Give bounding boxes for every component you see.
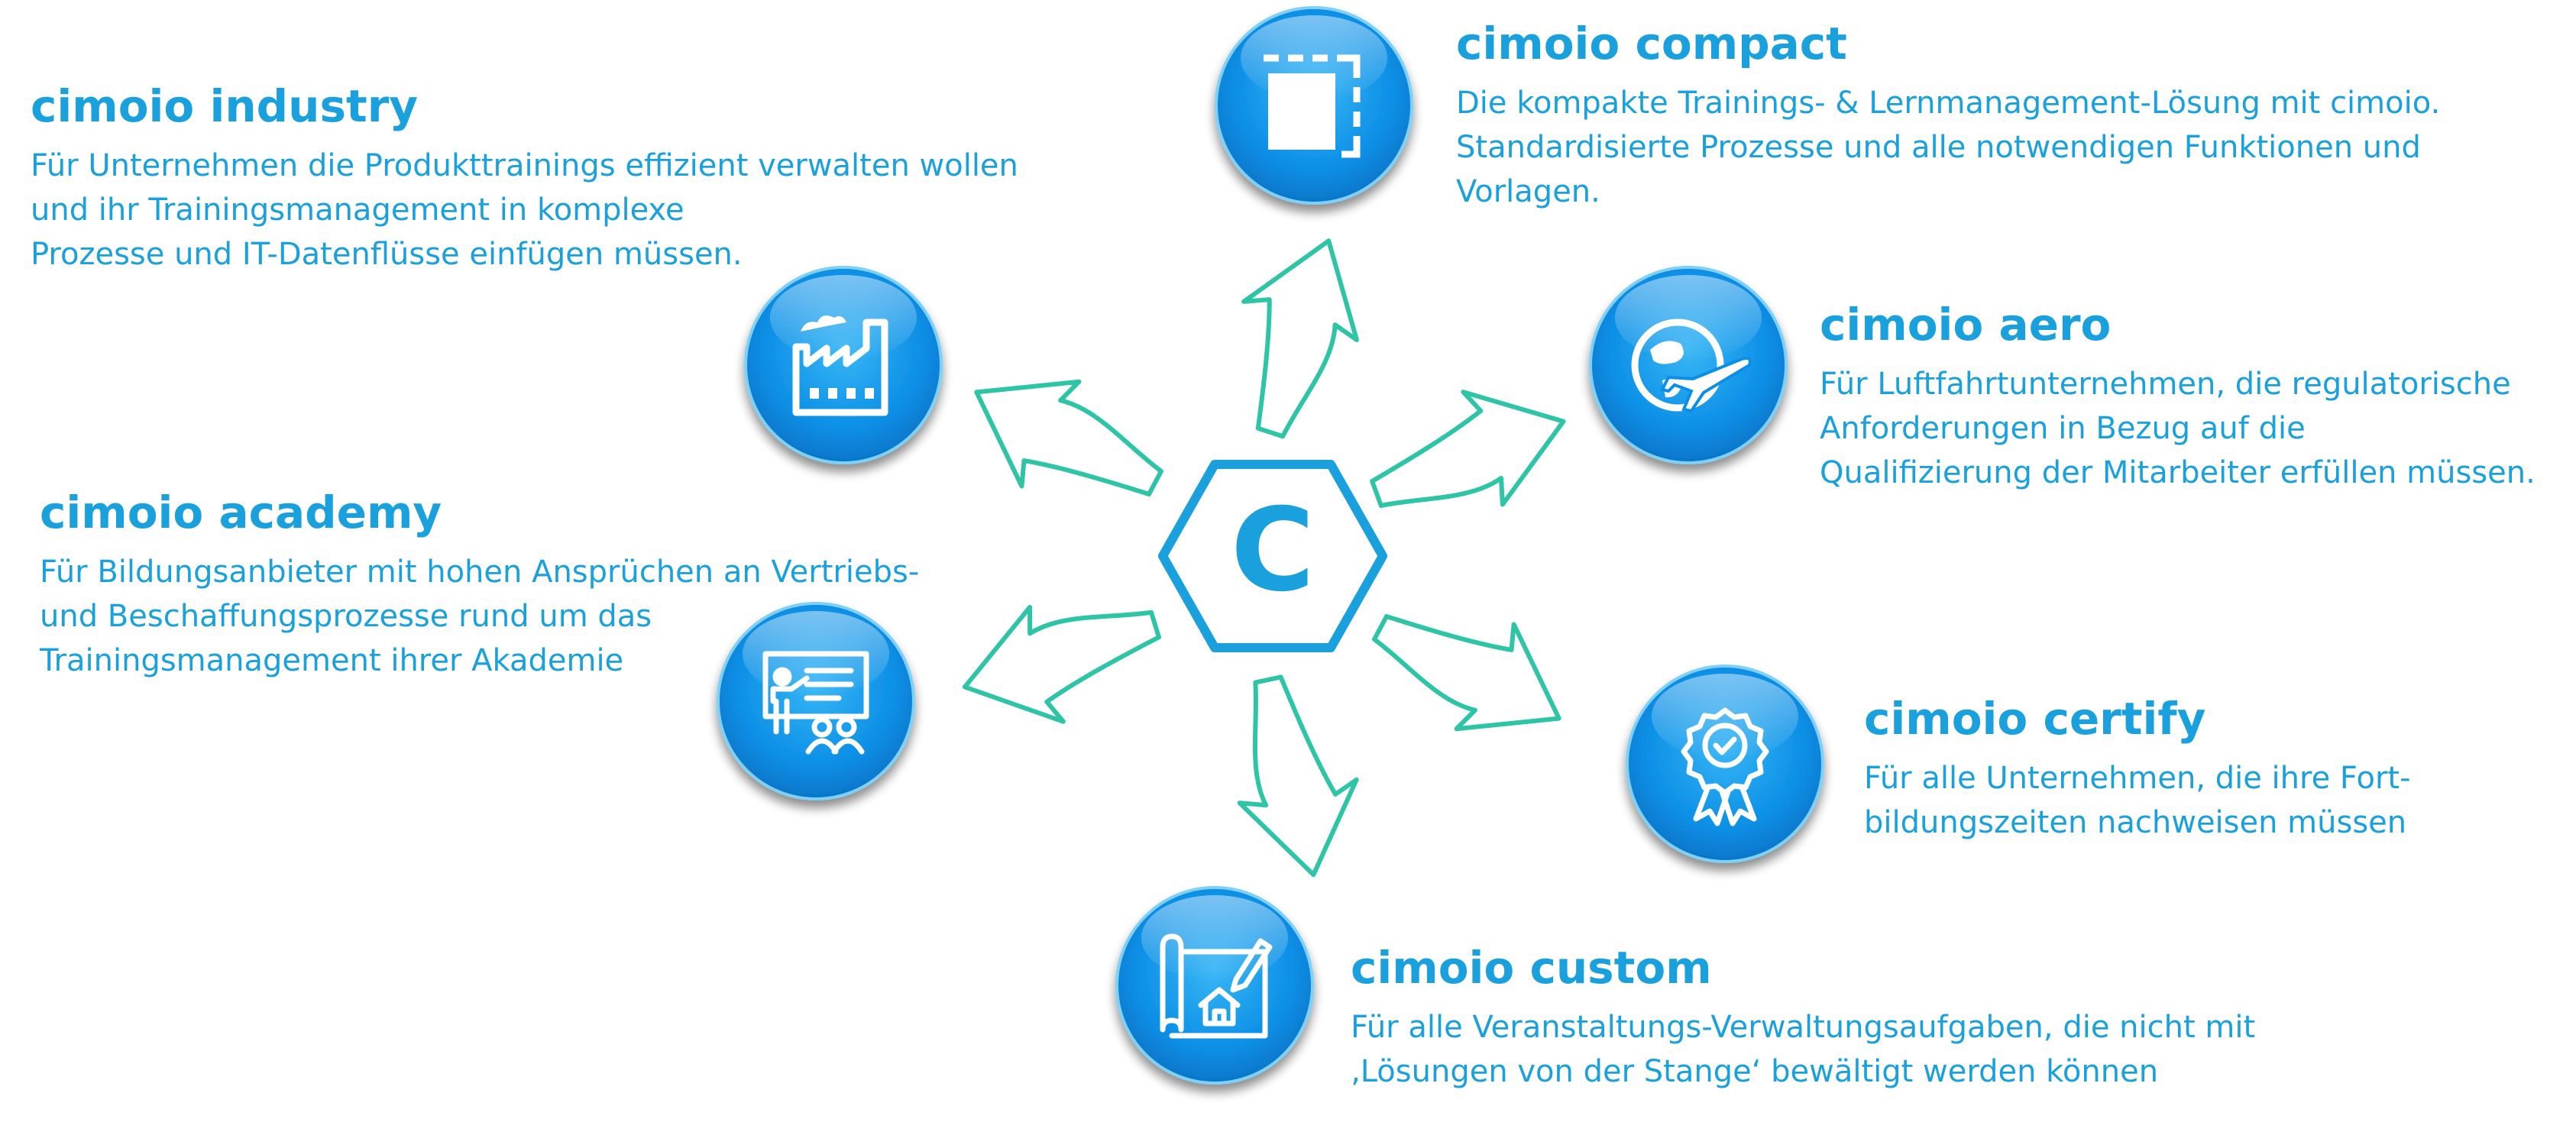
- product-title: cimoio industry: [31, 80, 419, 132]
- blueprint-house-icon: [1160, 933, 1273, 1039]
- arrow-to-academy: [948, 574, 1174, 746]
- arrow-to-aero: [1354, 364, 1584, 544]
- product-title: cimoio custom: [1351, 942, 1712, 994]
- description-line: Standardisierte Prozesse und alle notwen…: [1456, 130, 2421, 165]
- description-line: bildungszeiten nachweisen müssen: [1864, 805, 2407, 840]
- description-line: Die kompakte Trainings- & Lernmanagement…: [1456, 86, 2441, 121]
- description-line: Für alle Unternehmen, die ihre Fort-: [1864, 761, 2411, 796]
- description-line: Anforderungen in Bezug auf die: [1820, 411, 2306, 446]
- product-academy[interactable]: cimoio academy Für Bildungsanbieter mit …: [40, 486, 919, 683]
- icon-certify: [1626, 665, 1824, 863]
- product-title: cimoio academy: [40, 487, 442, 538]
- icon-industry: [744, 266, 943, 464]
- description-line: Für Bildungsanbieter mit hohen Ansprüche…: [40, 555, 920, 590]
- arrow-to-certify: [1355, 570, 1588, 769]
- product-description: Für Bildungsanbieter mit hohen Ansprüche…: [40, 550, 919, 683]
- arrow-to-industry: [947, 341, 1180, 541]
- center-logo: C: [1158, 460, 1387, 652]
- description-line: Für alle Veranstaltungs-Verwaltungsaufga…: [1351, 1010, 2256, 1045]
- description-line: Vorlagen.: [1456, 174, 1600, 209]
- icon-academy: [717, 602, 915, 800]
- icon-custom: [1115, 886, 1314, 1085]
- product-description: Für Unternehmen die Produkttrainings eff…: [31, 144, 1018, 276]
- description-line: und ihr Trainingsmanagement in komplexe: [31, 192, 684, 228]
- product-title: cimoio certify: [1864, 693, 2206, 745]
- product-custom[interactable]: cimoio custom Für alle Veranstaltungs-Ve…: [1351, 941, 2255, 1094]
- product-title: cimoio aero: [1820, 299, 2112, 351]
- description-line: und Beschaffungsprozesse rund um das: [40, 599, 652, 634]
- description-line: Trainingsmanagement ihrer Akademie: [40, 643, 624, 678]
- product-description: Die kompakte Trainings- & Lernmanagement…: [1456, 81, 2440, 214]
- icon-aero: [1589, 266, 1788, 464]
- product-aero[interactable]: cimoio aero Für Luftfahrtunternehmen, di…: [1820, 298, 2536, 495]
- hexagon-logo-icon: [1158, 460, 1387, 652]
- product-description: Für alle Unternehmen, die ihre Fort- bil…: [1864, 756, 2411, 845]
- description-line: Qualifizierung der Mitarbeiter erfüllen …: [1820, 455, 2536, 490]
- factory-icon: [792, 315, 888, 416]
- product-certify[interactable]: cimoio certify Für alle Unternehmen, die…: [1864, 692, 2411, 845]
- arrow-to-compact: [1208, 222, 1383, 448]
- description-line: ‚Lösungen von der Stange‘ bewältigt werd…: [1351, 1054, 2159, 1089]
- product-description: Für alle Veranstaltungs-Verwaltungsaufga…: [1351, 1005, 2255, 1094]
- description-line: Für Unternehmen die Produkttrainings eff…: [31, 148, 1018, 183]
- icon-compact: [1215, 6, 1413, 205]
- teacher-board-icon: [762, 651, 869, 755]
- description-line: Für Luftfahrtunternehmen, die regulatori…: [1820, 367, 2511, 402]
- product-compact[interactable]: cimoio compact Die kompakte Trainings- &…: [1456, 17, 2440, 214]
- product-description: Für Luftfahrtunternehmen, die regulatori…: [1820, 362, 2536, 495]
- center-letter: C: [1231, 484, 1315, 617]
- product-industry[interactable]: cimoio industry Für Unternehmen die Prod…: [31, 79, 1018, 276]
- arrow-to-custom: [1216, 666, 1374, 887]
- globe-plane-icon: [1631, 319, 1752, 413]
- compact-square-icon: [1264, 54, 1361, 158]
- certificate-badge-icon: [1681, 707, 1769, 826]
- product-title: cimoio compact: [1456, 18, 1847, 70]
- description-line: Prozesse und IT-Datenflüsse einfügen müs…: [31, 237, 743, 272]
